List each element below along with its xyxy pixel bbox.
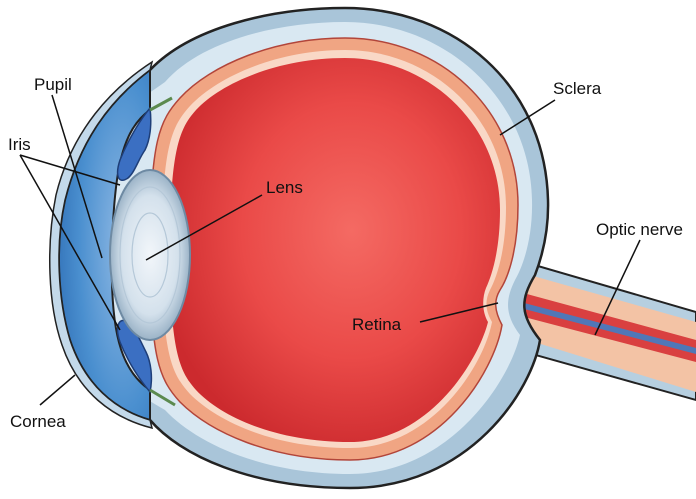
cornea-leader: [40, 375, 75, 405]
iris-label: Iris: [8, 135, 31, 154]
optic-nerve-label: Optic nerve: [596, 220, 683, 239]
pupil-label: Pupil: [34, 75, 72, 94]
sclera-label: Sclera: [553, 79, 602, 98]
retina-label: Retina: [352, 315, 402, 334]
lens-label: Lens: [266, 178, 303, 197]
vitreous-body: [170, 58, 500, 442]
cornea-label: Cornea: [10, 412, 66, 431]
lens: [110, 170, 190, 340]
